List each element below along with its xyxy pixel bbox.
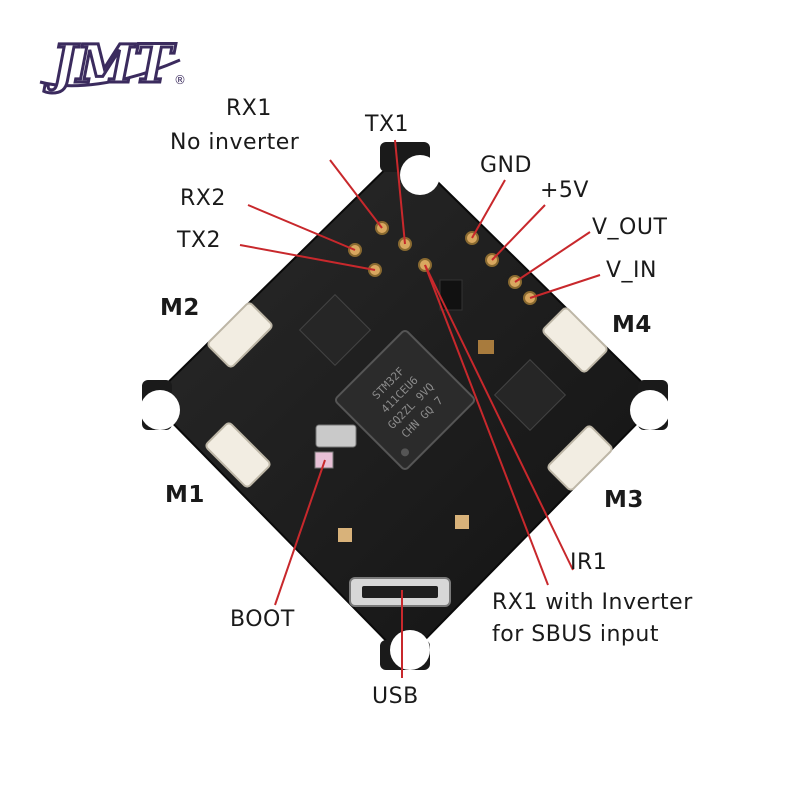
smd-cap-1 xyxy=(338,528,352,542)
connector-m4 xyxy=(542,307,608,373)
leader-rx1-inverter xyxy=(424,264,549,586)
label-rx2: RX2 xyxy=(180,186,226,211)
leader-5v xyxy=(491,204,546,261)
label-usb: USB xyxy=(372,684,419,709)
label-m2: M2 xyxy=(160,295,200,321)
label-m1: M1 xyxy=(165,482,205,508)
leader-vout xyxy=(514,231,591,283)
mount-hole-bottom xyxy=(390,630,430,670)
label-5v: +5V xyxy=(540,178,589,203)
label-ir1: IR1 xyxy=(570,550,608,575)
connector-m3 xyxy=(547,425,613,491)
flight-controller-board: STM32F 411CEU6 GQ2ZL 9VQ CHN GQ 7 xyxy=(140,142,670,670)
logo-text: JMT xyxy=(43,34,176,95)
leader-boot xyxy=(274,459,326,606)
jmt-logo: JMT ® xyxy=(39,33,186,97)
label-vout: V_OUT xyxy=(592,215,668,240)
leader-tx2 xyxy=(239,244,376,271)
leader-rx1 xyxy=(329,159,383,229)
esc-chip-left xyxy=(298,293,372,367)
leader-lines xyxy=(239,139,601,678)
label-gnd: GND xyxy=(480,153,532,178)
connector-m2 xyxy=(207,302,273,368)
label-vin: V_IN xyxy=(606,258,657,283)
label-rx1-line1: RX1 xyxy=(226,96,272,121)
label-rx1-inverter-line2: for SBUS input xyxy=(492,622,659,647)
leader-ir1 xyxy=(424,264,574,571)
mount-hole-left xyxy=(140,390,180,430)
tantalum-cap xyxy=(478,340,494,354)
mount-hole-top xyxy=(400,155,440,195)
label-boot: BOOT xyxy=(230,607,295,632)
registered-mark: ® xyxy=(174,73,186,87)
leader-vin xyxy=(529,274,601,299)
leader-gnd xyxy=(471,179,506,239)
label-tx1: TX1 xyxy=(365,112,410,137)
label-m4: M4 xyxy=(612,312,652,338)
leader-tx1 xyxy=(394,139,406,245)
label-tx2: TX2 xyxy=(177,228,222,253)
usb-port-opening xyxy=(362,586,438,598)
esc-chip-right xyxy=(493,358,567,432)
label-rx1-inverter-line1: RX1 with Inverter xyxy=(492,590,693,615)
mcu-chip: STM32F 411CEU6 GQ2ZL 9VQ CHN GQ 7 xyxy=(334,329,476,471)
inductor xyxy=(439,279,463,311)
crystal xyxy=(315,424,357,448)
connector-m1 xyxy=(205,422,271,488)
label-rx1-line2: No inverter xyxy=(170,130,300,155)
leader-rx2 xyxy=(247,204,356,251)
mount-hole-right xyxy=(630,390,670,430)
label-m3: M3 xyxy=(604,487,644,513)
smd-cap-2 xyxy=(455,515,469,529)
